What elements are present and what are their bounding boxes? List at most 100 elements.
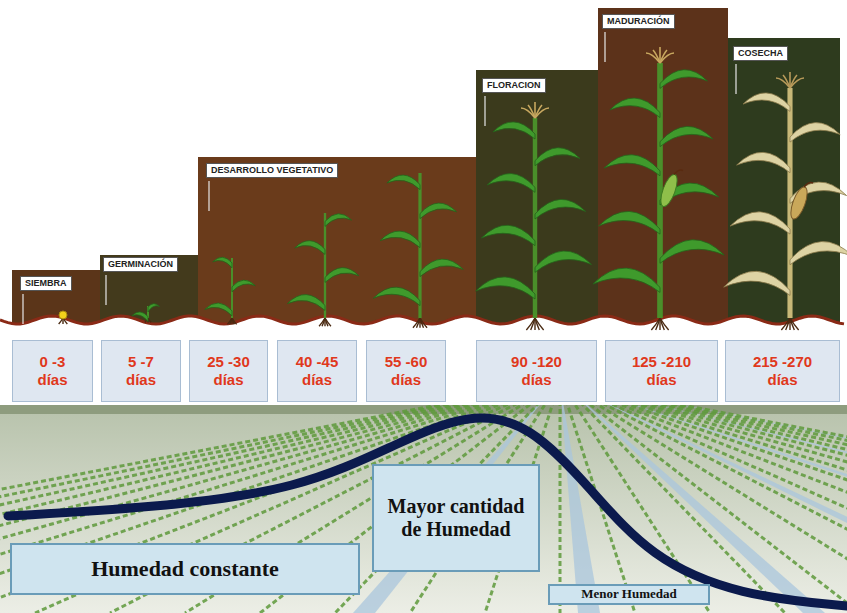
tassel	[535, 108, 549, 118]
leaf	[420, 203, 457, 219]
soil-panel	[198, 157, 476, 330]
day-range-box: 90 -120 días	[476, 340, 597, 402]
leaf	[790, 242, 847, 265]
stage-label: FLORACION	[487, 80, 541, 91]
leaf	[287, 295, 325, 311]
crop-row	[559, 405, 562, 613]
leaf	[148, 304, 159, 312]
tassel	[790, 78, 804, 88]
humidity-box: Mayor cantidad de Humedad	[372, 464, 540, 572]
leaf	[604, 155, 660, 176]
leaf	[387, 175, 420, 190]
day-range: 90 -120 días	[494, 353, 579, 389]
leaf	[724, 271, 790, 295]
leaf	[730, 212, 790, 234]
root	[790, 318, 799, 330]
leaf	[481, 225, 535, 245]
root	[781, 318, 790, 330]
stage-label: MADURACIÓN	[607, 16, 670, 27]
root	[420, 318, 427, 328]
day-range-box: 40 -45 días	[277, 340, 357, 402]
corn-silk	[804, 183, 813, 188]
humidity-box: Menor Humedad	[548, 584, 710, 605]
leaf	[535, 251, 592, 272]
tag-leader	[105, 275, 106, 305]
leaf	[743, 93, 790, 112]
soil-panel	[476, 70, 598, 330]
day-range-box: 55 -60 días	[366, 340, 446, 402]
leaf	[380, 231, 420, 248]
day-range: 215 -270 días	[736, 353, 829, 389]
leaf	[487, 174, 535, 193]
day-range-box: 25 -30 días	[189, 340, 268, 402]
root	[535, 318, 544, 330]
stage-label: SIEMBRA	[25, 278, 67, 289]
day-range-box: 125 -210 días	[605, 340, 718, 402]
humidity-label: Menor Humedad	[581, 587, 676, 602]
tag-leader	[484, 96, 485, 126]
leaf	[790, 123, 840, 142]
tassel	[783, 75, 790, 88]
leaf	[535, 199, 586, 219]
seed	[59, 311, 67, 319]
root	[526, 318, 535, 330]
root	[413, 318, 420, 328]
maize-plant	[287, 213, 358, 326]
corn-ear	[658, 172, 681, 208]
crop-row	[335, 405, 556, 613]
stem	[657, 63, 663, 318]
stage-tag: COSECHA	[733, 46, 788, 61]
stage-label: DESARROLLO VEGETATIVO	[211, 165, 333, 176]
root	[660, 318, 669, 330]
leaf	[737, 152, 790, 172]
root	[319, 318, 325, 326]
tag-leader	[735, 64, 736, 94]
root	[416, 318, 420, 328]
leaf	[420, 259, 463, 276]
stage-label: COSECHA	[738, 48, 783, 59]
stage-tag: DESARROLLO VEGETATIVO	[206, 163, 338, 178]
day-range: 25 -30 días	[192, 353, 265, 389]
maize-plant	[373, 173, 463, 328]
maize-plants	[59, 47, 847, 330]
soil-panel	[598, 8, 728, 330]
tag-leader	[604, 32, 605, 62]
leaf	[213, 257, 232, 268]
ground-cover	[0, 316, 847, 336]
leaf	[535, 148, 580, 166]
maize-plant	[724, 72, 847, 330]
humidity-label: Humedad constante	[91, 556, 279, 581]
maize-plant	[205, 257, 255, 324]
leaf	[660, 70, 707, 89]
maize-plant	[593, 47, 724, 330]
root	[656, 318, 660, 330]
humidity-box: Humedad constante	[10, 543, 360, 595]
leaf	[476, 277, 535, 299]
day-range-box: 0 -3 días	[12, 340, 93, 402]
leaf	[325, 268, 359, 283]
tassel	[528, 105, 535, 118]
maize-plant	[476, 102, 592, 330]
field-rows	[0, 405, 847, 613]
day-range: 40 -45 días	[280, 353, 354, 389]
stage-label: GERMINACIÓN	[108, 259, 173, 270]
stage-tag: FLORACION	[482, 78, 546, 93]
leaf	[325, 214, 352, 227]
leaf	[610, 98, 660, 117]
root	[325, 318, 331, 326]
leaf	[232, 280, 255, 292]
crop-row	[561, 405, 635, 613]
stem	[324, 213, 326, 318]
leaf	[660, 126, 713, 146]
root	[322, 318, 325, 326]
leaf	[599, 211, 660, 234]
humidity-label: Mayor cantidad de Humedad	[382, 495, 530, 541]
root	[232, 318, 237, 324]
maize-plant	[59, 311, 68, 324]
stage-tag: MADURACIÓN	[602, 14, 675, 29]
leaf	[132, 312, 148, 322]
root	[148, 318, 151, 322]
day-range: 0 -3 días	[23, 353, 83, 389]
